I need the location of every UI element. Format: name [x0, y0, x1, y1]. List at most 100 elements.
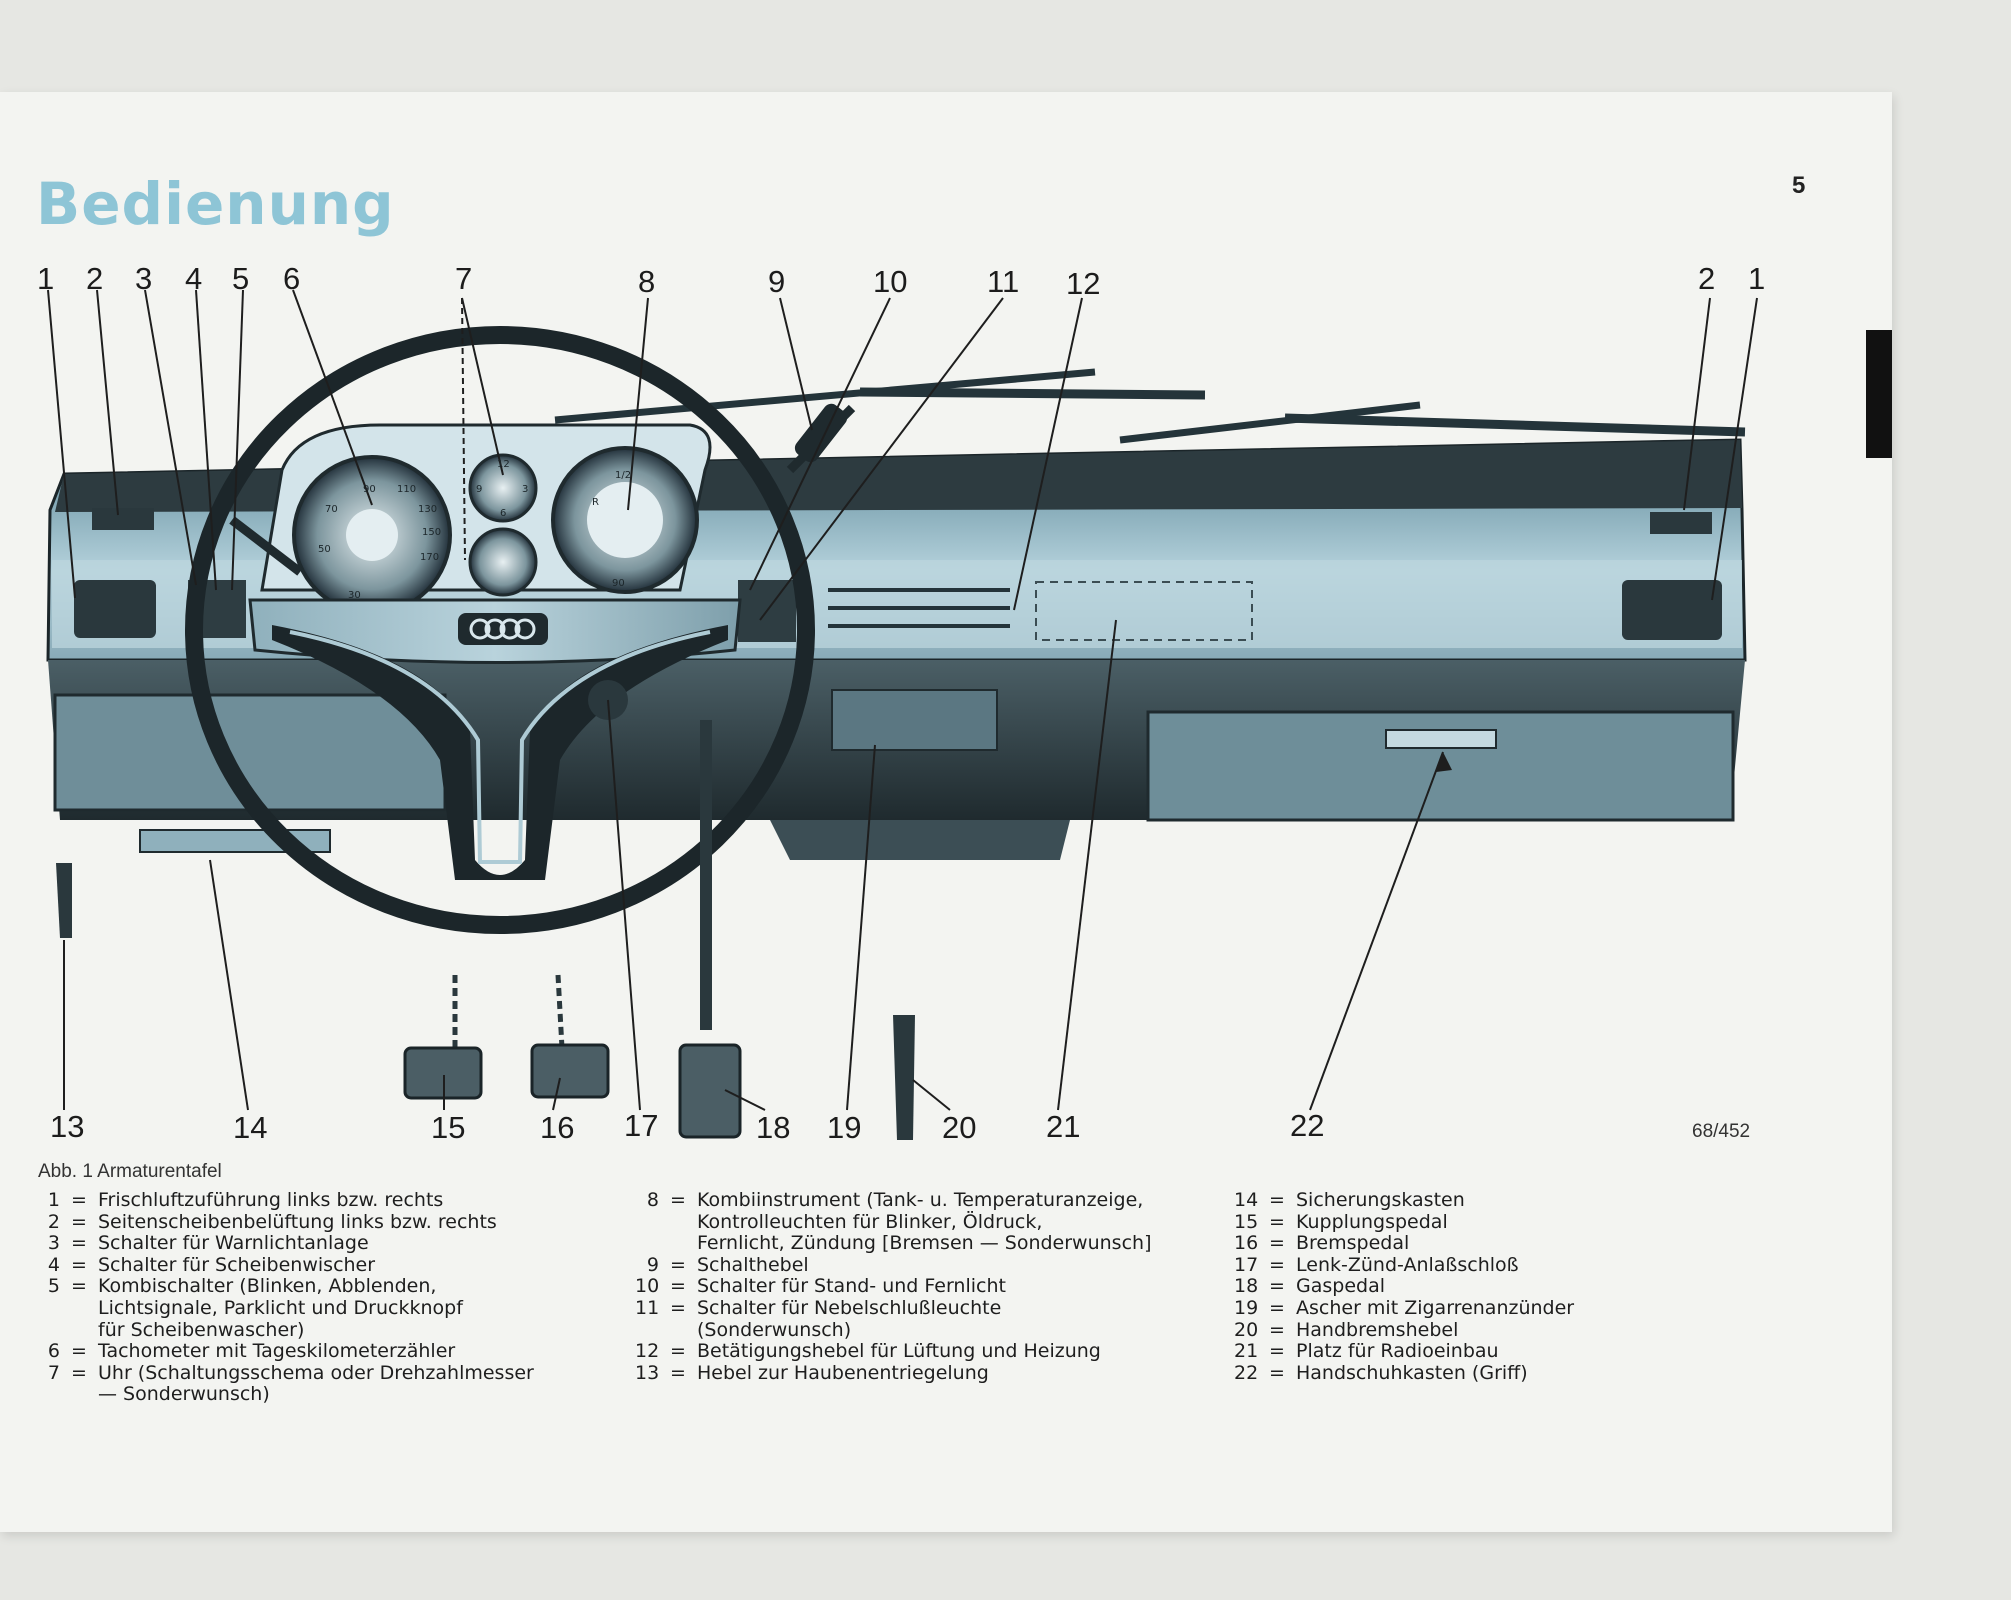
legend-column-2: 8=Kombiinstrument (Tank- u. Temperaturan…	[635, 1189, 1152, 1384]
legend-text: Handschuhkasten (Griff)	[1296, 1361, 1528, 1384]
legend-text: Bremspedal	[1296, 1232, 1410, 1255]
clock-icon	[468, 453, 538, 597]
legend-number: 20	[1234, 1318, 1259, 1341]
clock-mark-6: 6	[500, 508, 506, 519]
legend-number: 7	[47, 1361, 60, 1384]
combination-instrument-icon	[551, 446, 699, 594]
callout-16: 16	[540, 1110, 574, 1145]
callout-19: 19	[827, 1110, 861, 1145]
legend-number: 17	[1234, 1253, 1259, 1276]
legend-text: Kombiinstrument (Tank- u. Temperaturanze…	[697, 1189, 1152, 1255]
legend-text: Schalter für Stand- und Fernlicht	[697, 1275, 1006, 1298]
fuel-mark-half: 1/2	[615, 470, 631, 481]
legend-text: Kupplungspedal	[1296, 1210, 1448, 1233]
clock-mark-9: 9	[476, 484, 482, 495]
page-title: Bedienung	[36, 170, 395, 238]
callout-14: 14	[233, 1110, 267, 1145]
speedo-tick-170: 170	[420, 552, 439, 563]
legend-column-1: 1=Frischluftzuführung links bzw. rechts …	[36, 1189, 534, 1406]
legend-text: Lenk-Zünd-Anlaßschloß	[1296, 1253, 1519, 1276]
legend-text: Uhr (Schaltungsschema oder Drehzahlmesse…	[98, 1361, 534, 1406]
legend-number: 19	[1234, 1296, 1259, 1319]
legend-item: 8=Kombiinstrument (Tank- u. Temperaturan…	[635, 1189, 1152, 1255]
callout-7: 7	[455, 261, 472, 296]
callout-18: 18	[756, 1110, 790, 1145]
legend-item: 1=Frischluftzuführung links bzw. rechts	[36, 1189, 534, 1212]
legend-item: 12=Betätigungshebel für Lüftung und Heiz…	[635, 1340, 1101, 1363]
callout-5: 5	[232, 261, 249, 296]
legend-text: Schalter für Scheibenwischer	[98, 1253, 376, 1276]
legend-text: Schalthebel	[697, 1253, 809, 1276]
legend-number: 1	[47, 1189, 60, 1211]
legend-number: 4	[47, 1253, 60, 1276]
clock-mark-3: 3	[522, 484, 528, 495]
legend-text: Ascher mit Zigarrenanzünder	[1296, 1296, 1575, 1319]
legend-number: 9	[646, 1253, 659, 1276]
legend-text: Frischluftzuführung links bzw. rechts	[98, 1189, 444, 1211]
legend-number: 3	[47, 1232, 60, 1255]
fuel-mark-reserve: R	[592, 497, 599, 508]
legend-number: 5	[47, 1275, 60, 1298]
legend-number: 13	[635, 1361, 660, 1384]
legend-item: 21=Platz für Radioeinbau	[1234, 1340, 1499, 1363]
legend-item: 18=Gaspedal	[1234, 1275, 1385, 1298]
callout-9: 9	[768, 264, 785, 299]
legend-text: Sicherungskasten	[1296, 1189, 1465, 1211]
legend-text: Schalter für Nebelschlußleuchte (Sonderw…	[697, 1296, 1002, 1341]
pedal-icon	[403, 974, 742, 1139]
legend-item: 19=Ascher mit Zigarrenanzünder	[1234, 1296, 1575, 1319]
legend-item: 3=Schalter für Warnlichtanlage	[36, 1233, 534, 1255]
legend-text: Hebel zur Haubenentriegelung	[697, 1361, 989, 1384]
legend-item: 5=Kombischalter (Blinken, Abblenden, Lic…	[36, 1276, 534, 1341]
legend-item: 10=Schalter für Stand- und Fernlicht	[635, 1275, 1006, 1298]
legend-number: 12	[635, 1340, 660, 1363]
callout-11: 11	[987, 264, 1019, 299]
callout-1: 1	[37, 261, 54, 296]
figure-number: 68/452	[1692, 1121, 1750, 1142]
callout-13: 13	[50, 1109, 84, 1144]
callout-20: 20	[942, 1110, 976, 1145]
callout-17: 17	[624, 1108, 658, 1143]
legend-item: 14=Sicherungskasten	[1234, 1189, 1465, 1211]
legend-text: Betätigungshebel für Lüftung und Heizung	[697, 1340, 1101, 1363]
speedo-tick-30: 30	[348, 590, 361, 601]
legend-number: 11	[635, 1296, 660, 1319]
page-edge-tab-marker	[1866, 330, 1892, 458]
legend-number: 15	[1234, 1210, 1259, 1233]
legend-text: Tachometer mit Tageskilometerzähler	[98, 1340, 456, 1363]
legend-text: Kombischalter (Blinken, Abblenden, Licht…	[98, 1275, 463, 1341]
handbrake-lever-icon	[893, 1015, 915, 1140]
page-number: 5	[1792, 172, 1806, 199]
legend-text: Gaspedal	[1296, 1275, 1385, 1298]
clock-mark-12: 12	[497, 459, 510, 470]
temp-mark-90: 90	[612, 578, 625, 589]
legend-item: 6=Tachometer mit Tageskilometerzähler	[36, 1341, 534, 1363]
speedo-tick-130: 130	[418, 504, 437, 515]
legend-item: 17=Lenk-Zünd-Anlaßschloß	[1234, 1253, 1519, 1276]
legend-number: 8	[646, 1189, 659, 1211]
legend-item: 11=Schalter für Nebelschlußleuchte (Sond…	[635, 1296, 1002, 1341]
legend-item: 9=Schalthebel	[635, 1253, 1151, 1277]
speedo-tick-150: 150	[422, 527, 441, 538]
callout-22: 22	[1290, 1108, 1324, 1143]
callout-3: 3	[135, 261, 152, 296]
legend-number: 18	[1234, 1275, 1259, 1298]
audi-logo-icon	[458, 613, 548, 645]
legend-item: 13=Hebel zur Haubenentriegelung	[635, 1361, 989, 1384]
legend-number: 6	[47, 1340, 60, 1363]
legend-number: 16	[1234, 1232, 1259, 1255]
legend-item: 20=Handbremshebel	[1234, 1318, 1459, 1341]
speedo-tick-50: 50	[318, 544, 331, 555]
legend-item: 2=Seitenscheibenbelüftung links bzw. rec…	[36, 1211, 534, 1234]
legend-item: 22=Handschuhkasten (Griff)	[1234, 1361, 1528, 1384]
callout-2-right: 2	[1698, 261, 1715, 296]
legend-item: 15=Kupplungspedal	[1234, 1210, 1448, 1233]
legend-number: 22	[1234, 1361, 1259, 1384]
legend-item: 4=Schalter für Scheibenwischer	[36, 1253, 534, 1277]
callout-21: 21	[1046, 1109, 1080, 1144]
legend-column-3: 14=Sicherungskasten 15=Kupplungspedal 16…	[1234, 1189, 1575, 1384]
figure-caption: Abb. 1 Armaturentafel	[38, 1161, 222, 1182]
air-vent-icon	[74, 508, 1722, 640]
callout-15: 15	[431, 1110, 465, 1145]
legend-number: 14	[1234, 1189, 1259, 1211]
